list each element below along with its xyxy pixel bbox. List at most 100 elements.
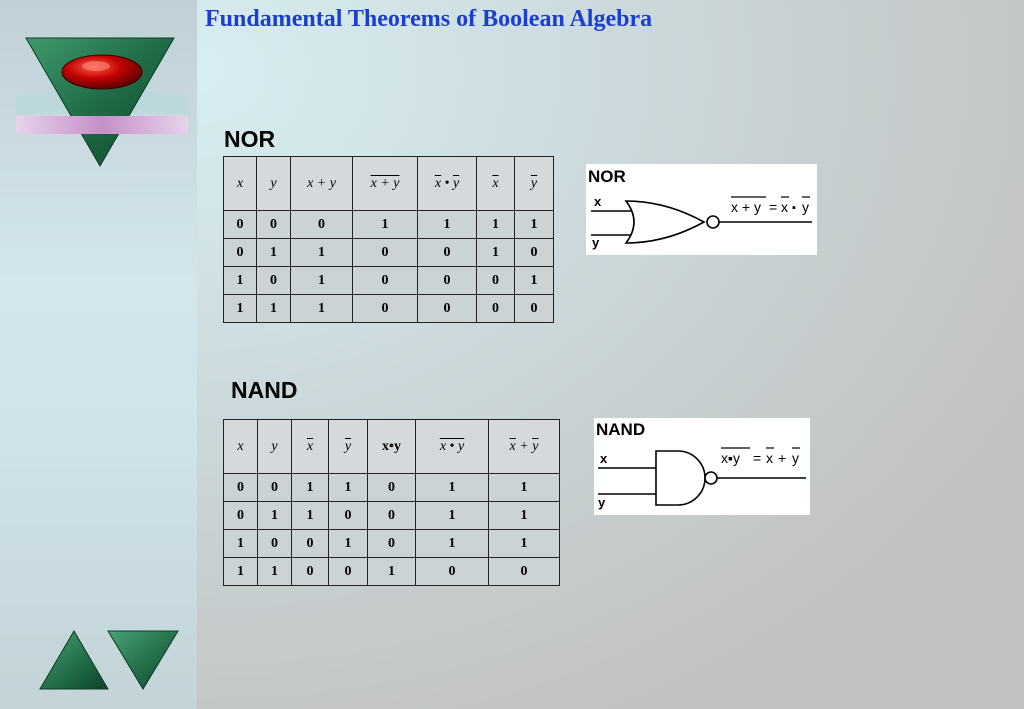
equation-lhs: x▪y (721, 450, 740, 466)
nand-gate-bubble (704, 471, 718, 485)
nand-section-label: NAND (231, 377, 298, 403)
table-cell: 1 (514, 210, 554, 239)
table-cell: 0 (352, 294, 418, 323)
nor-header-notx-and-noty: x • y (417, 156, 477, 211)
table-cell: 1 (476, 210, 515, 239)
table-cell: 0 (352, 238, 418, 267)
table-row: 1 1 0 0 1 0 0 (223, 557, 560, 586)
table-cell: 0 (367, 473, 416, 502)
nand-gate-diagram: NAND x y x▪y = x + y (594, 418, 810, 515)
table-cell: 0 (290, 210, 353, 239)
table-cell: 0 (223, 238, 257, 267)
table-cell: 1 (290, 266, 353, 295)
nor-header-not-x-or-y: x + y (352, 156, 418, 211)
table-cell: 0 (223, 210, 257, 239)
table-cell: 0 (257, 529, 292, 558)
nand-header-x: x (223, 419, 258, 474)
nand-gate-input-x: x (600, 451, 608, 466)
table-cell: 1 (257, 557, 292, 586)
slide-title: Fundamental Theorems of Boolean Algebra (205, 6, 653, 32)
prev-triangle-icon[interactable] (38, 629, 110, 691)
table-cell: 0 (417, 238, 477, 267)
nor-section-label: NOR (224, 126, 276, 152)
table-cell: 1 (514, 266, 554, 295)
table-cell: 1 (290, 238, 353, 267)
table-cell: 1 (290, 294, 353, 323)
nor-gate-bubble (706, 215, 720, 229)
nand-header-not-x: x (291, 419, 329, 474)
nor-gate-input-x: x (594, 194, 602, 209)
nand-header-not-y: y (328, 419, 368, 474)
table-cell: 1 (488, 529, 560, 558)
table-cell: 1 (223, 529, 258, 558)
equation-rhs-a: x (766, 450, 773, 466)
table-cell: 1 (223, 294, 257, 323)
table-cell: 1 (328, 529, 368, 558)
table-cell: 1 (367, 557, 416, 586)
table-cell: 0 (328, 557, 368, 586)
table-cell: 1 (488, 501, 560, 530)
table-row: 0 0 1 1 0 1 1 (223, 473, 560, 502)
table-row: 1 0 0 1 0 1 1 (223, 529, 560, 558)
table-cell: 0 (514, 238, 554, 267)
slide-background (197, 0, 1024, 709)
equation-op: + (778, 450, 786, 466)
table-cell: 0 (257, 473, 292, 502)
table-cell: 1 (352, 210, 418, 239)
table-cell: 0 (223, 473, 258, 502)
table-cell: 1 (417, 210, 477, 239)
nand-gate-symbol (655, 450, 706, 506)
table-row: 1 1 1 0 0 0 0 (223, 294, 554, 323)
equation-rhs-b: y (792, 450, 799, 466)
table-cell: 0 (476, 294, 515, 323)
table-cell: 1 (488, 473, 560, 502)
nand-header-notx-or-noty: x + y (488, 419, 560, 474)
table-row: 1 0 1 0 0 0 1 (223, 266, 554, 295)
table-cell: 0 (514, 294, 554, 323)
table-cell: 1 (291, 501, 329, 530)
equation-rhs-b: y (802, 199, 809, 215)
table-cell: 0 (223, 501, 258, 530)
nand-header-x-and-y: x•y (367, 419, 416, 474)
nor-gate-input-y: y (592, 235, 600, 250)
nor-gate-label: NOR (588, 167, 626, 186)
nor-gate-diagram: NOR x y x + y = x ▪ y (586, 164, 817, 255)
table-cell: 0 (352, 266, 418, 295)
table-cell: 0 (415, 557, 489, 586)
nor-header-x: x (223, 156, 257, 211)
equation-equals: = (769, 199, 777, 215)
table-cell: 1 (476, 238, 515, 267)
table-cell: 1 (256, 294, 291, 323)
table-cell: 0 (417, 294, 477, 323)
equation-equals: = (753, 450, 761, 466)
table-cell: 0 (328, 501, 368, 530)
table-cell: 0 (367, 501, 416, 530)
table-cell: 0 (488, 557, 560, 586)
table-row: 0 1 1 0 0 1 0 (223, 238, 554, 267)
next-triangle-icon[interactable] (106, 629, 180, 691)
nand-gate-input-y: y (598, 495, 606, 510)
table-cell: 0 (476, 266, 515, 295)
nand-truth-table: x y x y x•y x • y x + y 0 0 1 1 0 1 1 0 … (223, 419, 560, 586)
equation-op: ▪ (792, 202, 796, 214)
table-cell: 0 (367, 529, 416, 558)
table-row: 0 1 1 0 0 1 1 (223, 501, 560, 530)
table-cell: 1 (415, 501, 489, 530)
table-cell: 0 (256, 266, 291, 295)
table-cell: 1 (415, 529, 489, 558)
nand-header-not-x-and-y: x • y (415, 419, 489, 474)
table-cell: 0 (291, 557, 329, 586)
nor-header-not-y: y (514, 156, 554, 211)
nor-gate-equation: x + y = x ▪ y (731, 196, 810, 215)
table-cell: 1 (257, 501, 292, 530)
equation-lhs: x + y (731, 199, 761, 215)
nor-header-not-x: x (476, 156, 515, 211)
nor-header-x-or-y: x + y (290, 156, 353, 211)
nor-truth-table: x y x + y x + y x • y x y 0 0 0 1 1 1 1 … (223, 156, 554, 323)
table-cell: 1 (223, 266, 257, 295)
nand-gate-equation: x▪y = x + y (721, 447, 800, 466)
table-cell: 1 (256, 238, 291, 267)
nor-header-y: y (256, 156, 291, 211)
table-cell: 1 (328, 473, 368, 502)
nor-gate-symbol (624, 200, 706, 244)
